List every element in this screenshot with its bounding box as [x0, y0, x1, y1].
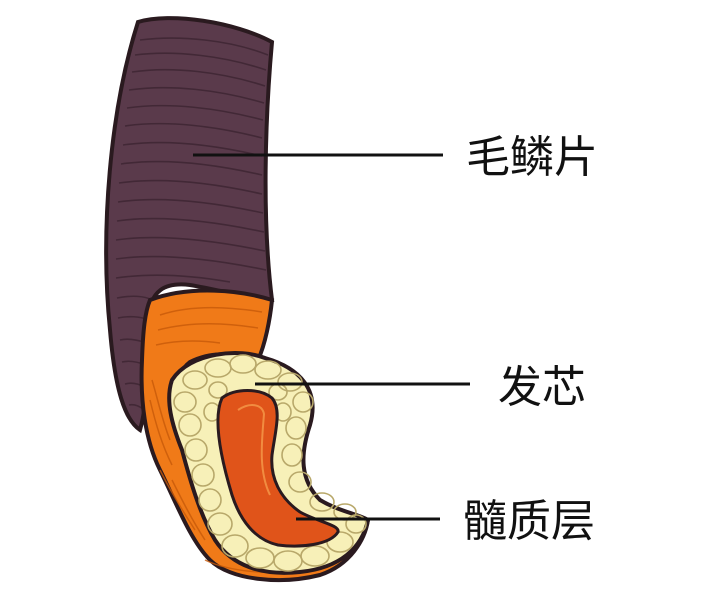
- cuticle-label: 毛鳞片: [466, 132, 598, 183]
- medulla-core: [216, 389, 340, 548]
- cell-outlines: [173, 354, 367, 572]
- medulla-highlight: [237, 404, 271, 496]
- labels: 毛鳞片 发芯 髓质层: [463, 132, 598, 547]
- leader-lines: [193, 153, 470, 521]
- medulla-label: 髓质层: [463, 496, 595, 547]
- cortex-label: 发芯: [498, 362, 586, 413]
- cuticle-layer: [104, 16, 275, 434]
- hair-shaft-illustration: [104, 16, 371, 582]
- cortex-texture: [149, 306, 306, 574]
- cuticle-scale-lines: [115, 37, 269, 410]
